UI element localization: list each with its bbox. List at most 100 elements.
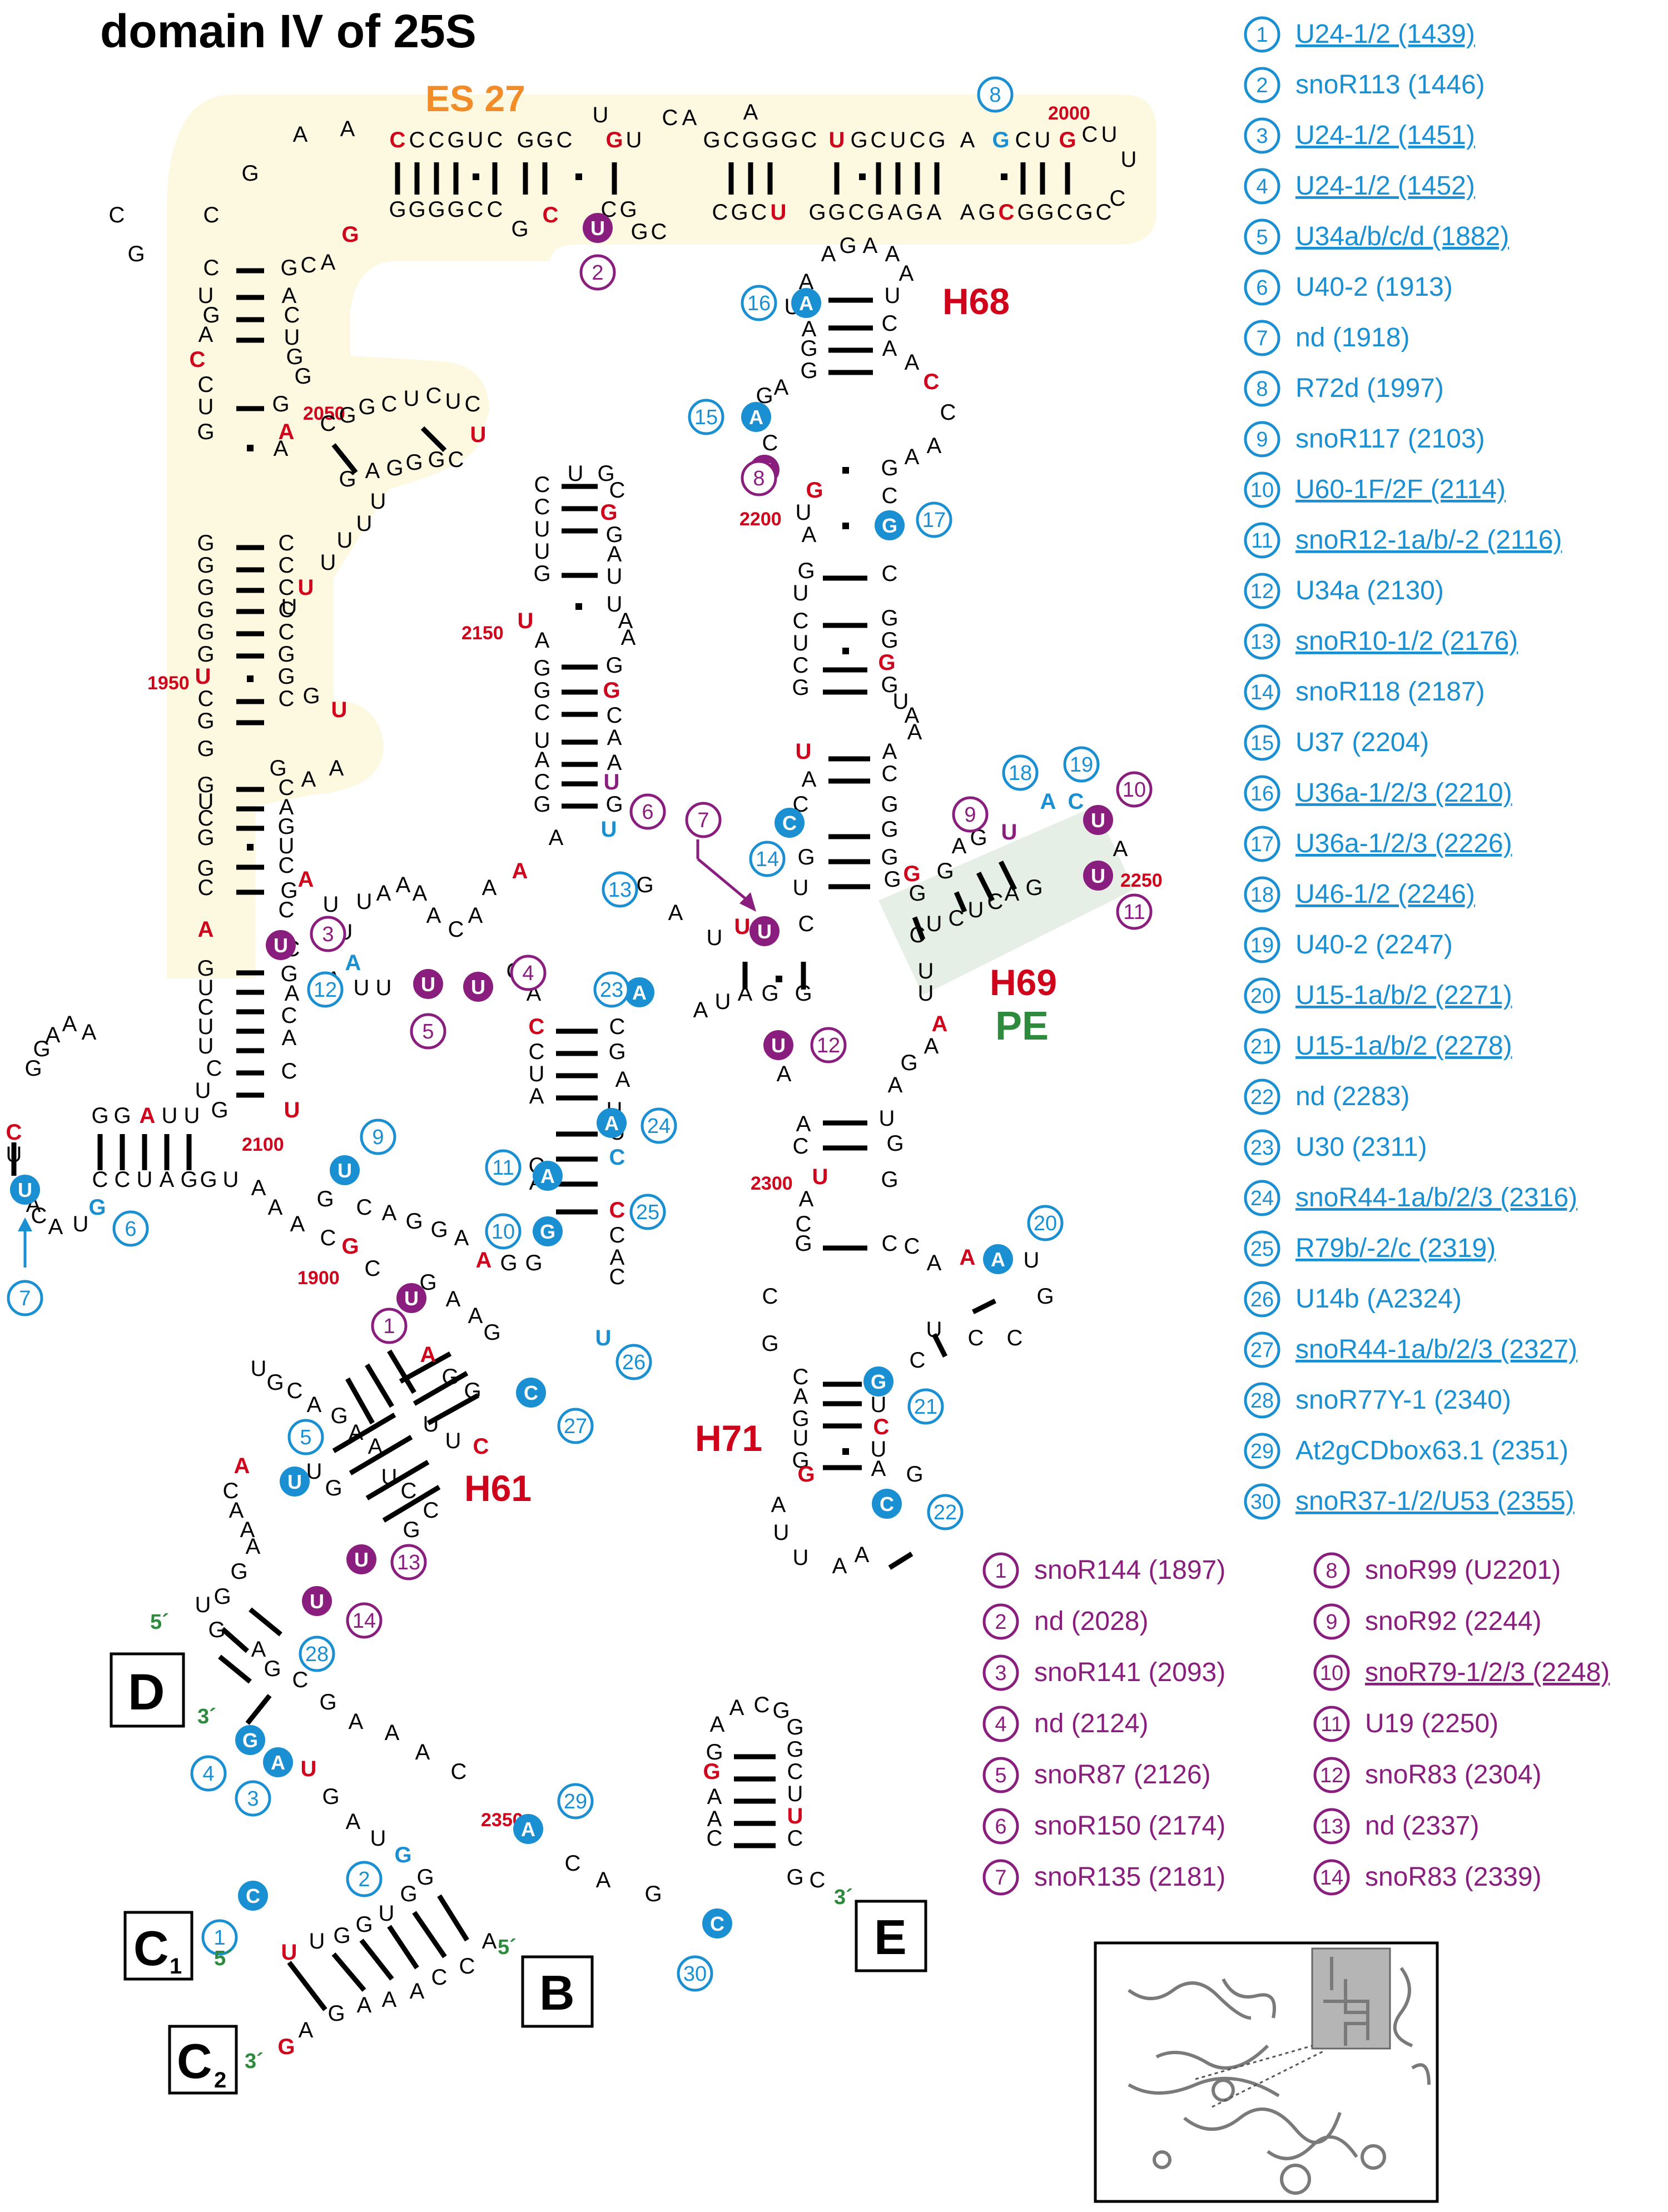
nucleotide: G: [806, 478, 823, 503]
nucleotide: U: [1035, 128, 1051, 152]
nucleotide: G: [881, 1167, 898, 1192]
position-2200: 2200: [739, 509, 782, 530]
legend-entry: U14b (A2324): [1295, 1284, 1462, 1314]
nucleotide: U: [534, 517, 550, 541]
nucleotide: G: [878, 650, 895, 675]
nucleotide: U: [1121, 147, 1137, 172]
legend-number: 4: [995, 1713, 1006, 1736]
nucleotide: A: [927, 1251, 942, 1275]
nucleotide: G: [341, 222, 359, 247]
nucleotide: U: [331, 698, 348, 722]
pseudouridylation-label-number-ring: [741, 460, 777, 496]
nucleotide: A: [426, 903, 441, 928]
legend-number: 12: [1250, 580, 1274, 603]
nucleotide: C: [787, 1759, 803, 1784]
nucleotide: C: [198, 687, 214, 711]
nucleotide: G: [881, 456, 898, 480]
nucleotide: U: [468, 128, 484, 152]
nucleotide: U: [607, 592, 623, 617]
legend-number-ring: [1244, 168, 1280, 205]
nucleotide: C: [279, 853, 295, 878]
nucleotide: A: [420, 1343, 436, 1367]
nucleotide: G: [264, 1657, 281, 1681]
label-h68: H68: [942, 281, 1010, 322]
modification-circle-layer: AAGCAAAGUUCUGACACGCAUUUUUUUUUUUU: [10, 213, 1113, 1938]
methylation-label-number: 22: [934, 1501, 957, 1524]
nucleotide: A: [793, 1384, 808, 1409]
box-d: [110, 1652, 185, 1728]
nucleotide: A: [932, 1012, 948, 1036]
nucleotide: C: [31, 1204, 47, 1228]
nucleotide: C: [284, 303, 300, 327]
nucleotide: C: [910, 128, 926, 152]
nucleotide: G: [795, 981, 812, 1006]
methylation-site-base: C: [524, 1381, 538, 1404]
legend-number-ring: [1244, 1180, 1280, 1216]
nucleotide: C: [448, 448, 464, 472]
nucleotide: C: [798, 912, 815, 936]
nucleotide: A: [282, 284, 297, 308]
legend-entry: snoR117 (2103): [1295, 424, 1485, 454]
nucleotide: A: [802, 767, 817, 792]
pseudouridylation-label-number: 4: [522, 962, 534, 985]
nucleotide: G: [883, 867, 901, 892]
legend-number: 19: [1250, 934, 1274, 957]
nucleotide: A: [882, 336, 897, 361]
nucleotide: A: [707, 1784, 722, 1809]
nucleotide: C: [1007, 1326, 1023, 1350]
nucleotide: C: [468, 197, 484, 222]
nucleotide: C: [198, 372, 214, 397]
nucleotide: A: [48, 1215, 63, 1239]
es27-region: [167, 95, 1156, 978]
legend-number-ring: [1244, 775, 1280, 812]
nucleotide: U: [1001, 820, 1017, 844]
nucleotide: U: [354, 976, 370, 1000]
nucleotide: A: [796, 1112, 811, 1136]
nucleotide: G: [197, 856, 214, 881]
strand-ends: 5´ 3´ 5´ 3´ 5´ 3´: [150, 1610, 853, 2073]
nucleotide: C: [279, 687, 295, 711]
nucleotide: G: [464, 1379, 481, 1403]
methylation-label-number: 14: [756, 848, 779, 871]
position-2250: 2250: [1120, 870, 1163, 891]
nucleotide: C: [751, 200, 767, 225]
legend-entry: snoR12-1a/b/-2 (2116): [1295, 525, 1562, 555]
nucleotide: C: [109, 203, 125, 227]
pseudouridylation-site-base: U: [757, 920, 772, 943]
pseudouridylation-label-number: 12: [817, 1034, 840, 1057]
pseudouridylation-label-number-ring: [310, 916, 346, 952]
nucleotide: U: [534, 539, 550, 564]
methylation-site-circle: [280, 1467, 310, 1497]
nucleotide: U: [198, 284, 214, 308]
figure-title: domain IV of 25S: [100, 5, 476, 57]
legend-number: 23: [1250, 1136, 1274, 1160]
base-pair-lines: [11, 162, 1070, 2011]
nucleotide: C: [381, 392, 398, 416]
nucleotide: G: [608, 1040, 626, 1064]
methylation-label-number-ring: [287, 1419, 324, 1455]
methylation-label-number-ring: [346, 1861, 383, 1897]
nucleotide: G: [113, 1103, 131, 1128]
nucleotide: C: [793, 1134, 809, 1159]
methylation-site-base: U: [18, 1179, 32, 1201]
nucleotide: G: [881, 845, 898, 869]
methylation-label-number: 28: [305, 1643, 329, 1666]
nucleotide: A: [1040, 789, 1056, 814]
nucleotide: G: [447, 197, 464, 222]
inset-overview: [1094, 1941, 1439, 2203]
legend-entry: snoR87 (2126): [1034, 1760, 1211, 1790]
nucleotide: G: [88, 1195, 106, 1220]
nucleotide: A: [251, 1176, 266, 1200]
legend-number: 2: [995, 1610, 1006, 1634]
nucleotide: G: [333, 1923, 350, 1948]
nucleotide: G: [91, 1103, 108, 1128]
nucleotide: G: [631, 220, 648, 244]
nucleotide: U: [379, 1901, 395, 1926]
pseudouridylation-label-number-ring: [810, 1027, 847, 1063]
nucleotide: A: [482, 1929, 497, 1953]
nucleotide: G: [533, 561, 550, 586]
legend-entry: nd (2337): [1365, 1811, 1479, 1841]
legend-entry: snoR37-1/2/U53 (2355): [1295, 1487, 1575, 1516]
nucleotide: C: [910, 1348, 926, 1373]
nucleotide: G: [731, 200, 748, 225]
